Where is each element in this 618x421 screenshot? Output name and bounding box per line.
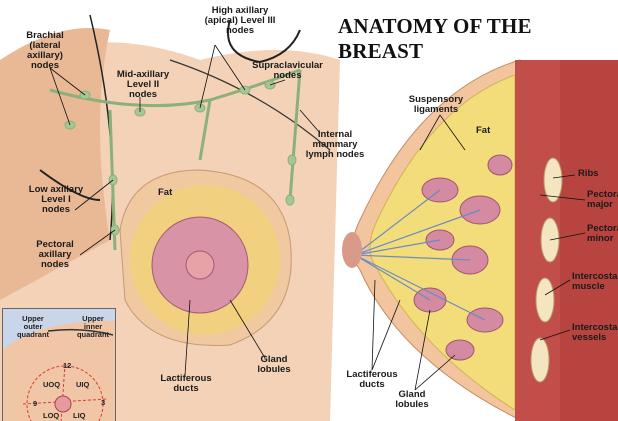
side-nipple [342, 232, 362, 268]
quadrant-inset: Upper outer quadrant Upper inner quadran… [2, 308, 116, 421]
label-front-gland-lobules: Gland lobules [257, 354, 291, 375]
label-supraclavicular-nodes: Supraclavicular nodes [252, 60, 323, 81]
label-internal-mammary-nodes: Internal mammary lymph nodes [305, 129, 365, 160]
label-front-lactiferous-ducts: Lactiferous ducts [160, 373, 212, 394]
inset-liq: LIQ [73, 411, 86, 420]
label-mid-axillary-nodes: Mid-axillary Level II nodes [116, 69, 170, 100]
label-suspensory-ligaments: Suspensory ligaments [408, 94, 464, 115]
label-side-gland-lobules: Gland lobules [395, 389, 429, 410]
muscle-layer [515, 60, 560, 421]
label-brachial-nodes: Brachial (lateral axillary) nodes [26, 30, 64, 71]
label-pectoral-nodes: Pectoral axillary nodes [36, 239, 74, 270]
inset-illustration [3, 320, 115, 421]
inset-uiq: UIQ [76, 380, 90, 389]
side-ducts [354, 189, 486, 321]
inset-clock-12: 12 [63, 361, 72, 370]
label-front-fat: Fat [158, 187, 173, 198]
inset-label-upper-outer: Upper outer quadrant [16, 314, 50, 339]
label-pectoralis-minor: Pectoralis minor [587, 223, 618, 244]
label-intercostal-muscle: Intercostal muscle [572, 271, 618, 292]
label-ribs: Ribs [578, 168, 599, 179]
label-low-axillary-nodes: Low axillary Level I nodes [28, 184, 84, 215]
label-side-fat: Fat [476, 125, 491, 136]
label-intercostal-vessels: Intercostal vessels [572, 322, 618, 343]
label-pectoralis-major: Pectoralis major [587, 189, 618, 210]
label-high-axillary-nodes: High axillary (apical) Level III nodes [204, 5, 276, 36]
label-side-lactiferous-ducts: Lactiferous ducts [346, 369, 398, 390]
inset-loq: LOQ [43, 411, 60, 420]
inset-clock-3: 3 [101, 398, 106, 407]
inset-uoq: UOQ [43, 380, 61, 389]
inset-clock-9: 9 [33, 399, 38, 408]
inset-label-upper-inner: Upper inner quadrant [76, 314, 110, 339]
page-title: ANATOMY OF THE BREAST [338, 14, 532, 63]
